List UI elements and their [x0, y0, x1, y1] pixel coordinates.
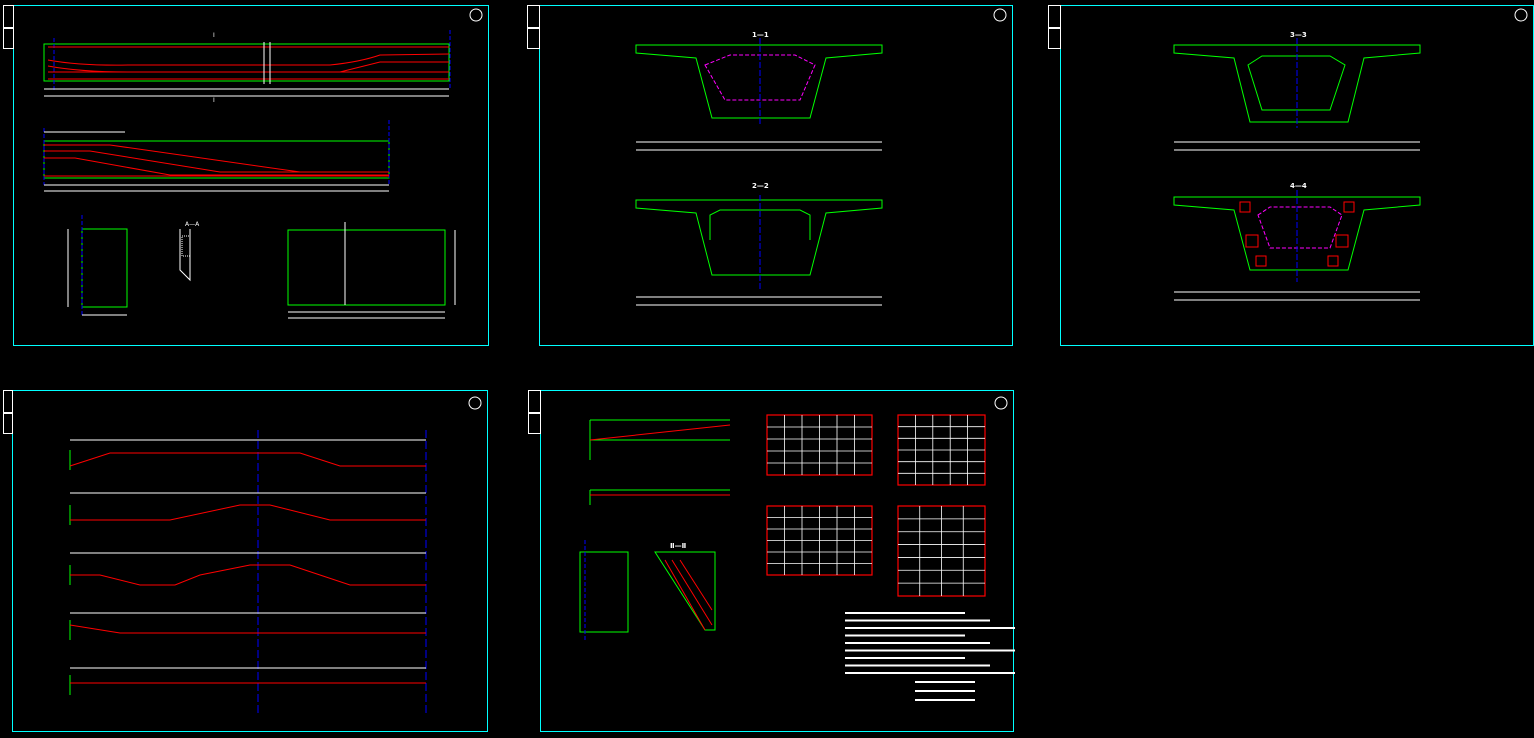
- anchor-end-detail: A—A: [67, 215, 456, 319]
- section-title-4-4: 4—4: [1290, 182, 1307, 190]
- notes-block: [845, 612, 1015, 701]
- sheet-frame-4: [3, 390, 488, 732]
- section-title-ii-ii: Ⅱ—Ⅱ: [670, 542, 686, 550]
- section-title-1-1: 1—1: [752, 31, 769, 39]
- cross-section-3-3: 3—3: [1173, 31, 1421, 151]
- anchorage-details: Ⅱ—Ⅱ: [579, 419, 731, 640]
- tendon-profiles: [69, 430, 427, 715]
- girder-plan: [43, 120, 390, 192]
- sheet-frame-2: [527, 5, 1013, 346]
- sheet-frame-1: [3, 5, 489, 346]
- cross-section-1-1: 1—1: [635, 31, 883, 151]
- girder-elevation: [43, 30, 451, 97]
- section-title-2-2: 2—2: [752, 182, 769, 190]
- cross-section-4-4: 4—4: [1173, 182, 1421, 301]
- data-tables: [766, 414, 986, 597]
- section-mark-bottom: I: [213, 97, 215, 104]
- sheet-frame-5: [528, 390, 1014, 732]
- section-label-a-a: A—A: [185, 221, 200, 228]
- section-title-3-3: 3—3: [1290, 31, 1307, 39]
- cross-section-2-2: 2—2: [635, 182, 883, 306]
- section-mark-top: I: [213, 32, 215, 39]
